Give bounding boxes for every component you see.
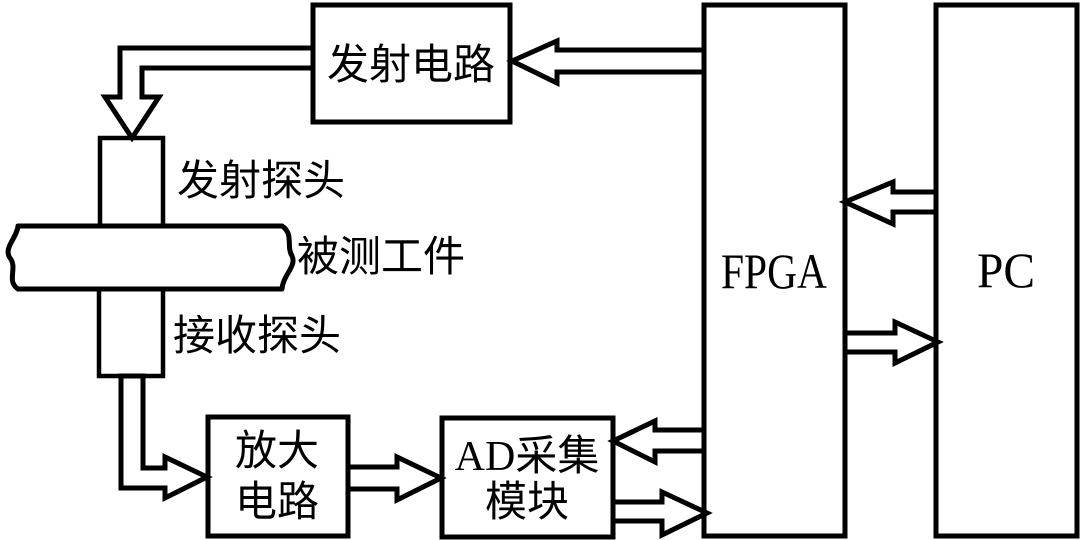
receive-probe-label: 接收探头: [173, 314, 341, 360]
arrow-fpga-to-pc: [842, 318, 944, 368]
arrow-pc-to-fpga: [838, 178, 939, 228]
pc-box: [933, 2, 1080, 539]
ad-module-label-line2: 模块: [485, 480, 569, 526]
ad-module-label-line1: AD采集: [455, 434, 600, 480]
transmit-probe-shape: [97, 135, 166, 229]
transmit-circuit-label: 发射电路: [327, 43, 495, 89]
arrow-fpga-to-transmit-circuit: [506, 37, 707, 88]
arrow-amplifier-to-ad-module: [345, 453, 447, 505]
amplifier-label-line1: 放大: [235, 429, 319, 475]
transmit-probe-label: 发射探头: [177, 159, 345, 205]
arrow-fpga-to-ad-module: [607, 417, 707, 467]
arrow-receive-probe-to-amplifier: [118, 373, 213, 503]
amplifier-label-line2: 电路: [235, 480, 319, 526]
receive-probe-shape: [96, 286, 166, 379]
arrow-transmit-circuit-to-probe: [100, 45, 316, 143]
fpga-label: FPGA: [721, 243, 827, 299]
arrow-ad-module-to-fpga: [610, 488, 713, 540]
ad-module-box: [439, 415, 616, 540]
workpiece-label: 被测工件: [297, 235, 465, 281]
fpga-box: [701, 2, 848, 539]
workpiece-bar: [5, 223, 296, 292]
pc-label: PC: [977, 242, 1035, 298]
